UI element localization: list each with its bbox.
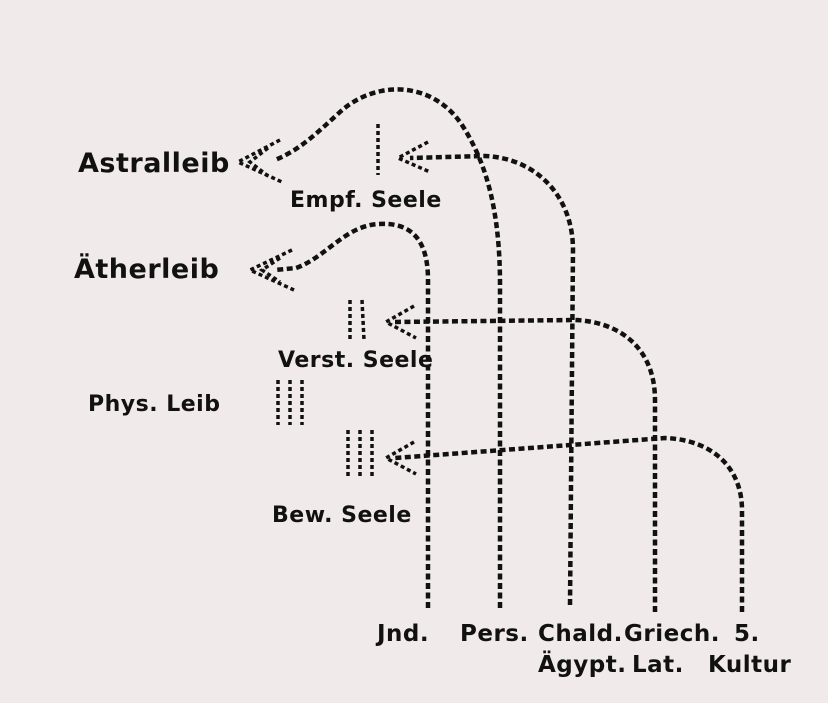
verst-hatch-2	[360, 299, 366, 341]
culture-ind: Jnd.	[377, 621, 430, 647]
culture-kultur: Kultur	[708, 652, 792, 678]
aether-arc	[274, 221, 431, 608]
culture-five: 5.	[734, 621, 760, 647]
verst-seele-arc	[394, 317, 658, 612]
bew-arrowhead	[382, 440, 417, 476]
culture-pers: Pers.	[460, 621, 529, 647]
astral-arc	[274, 87, 503, 608]
label-phys-leib: Phys. Leib	[88, 392, 221, 417]
culture-lat: Lat.	[632, 652, 684, 678]
empf-seele-arc	[409, 153, 576, 606]
astral-arrowhead	[234, 138, 283, 184]
bew-seele-arc	[394, 435, 745, 612]
label-verst-seele: Verst. Seele	[278, 348, 434, 373]
label-astralleib: Astralleib	[78, 148, 230, 179]
empf-arrowhead	[393, 140, 431, 174]
aether-arrowhead	[245, 248, 295, 292]
astral-arrowhead-inner	[247, 146, 270, 178]
culture-agypt: Ägypt.	[538, 652, 627, 678]
label-aetherleib: Ätherleib	[74, 254, 220, 285]
culture-griech: Griech.	[624, 621, 720, 647]
label-bew-seele: Bew. Seele	[272, 503, 412, 528]
aether-arrowhead-inner	[258, 256, 281, 284]
verst-arrowhead	[382, 304, 417, 340]
culture-chald: Chald.	[538, 621, 623, 647]
label-empf-seele: Empf. Seele	[290, 188, 442, 213]
